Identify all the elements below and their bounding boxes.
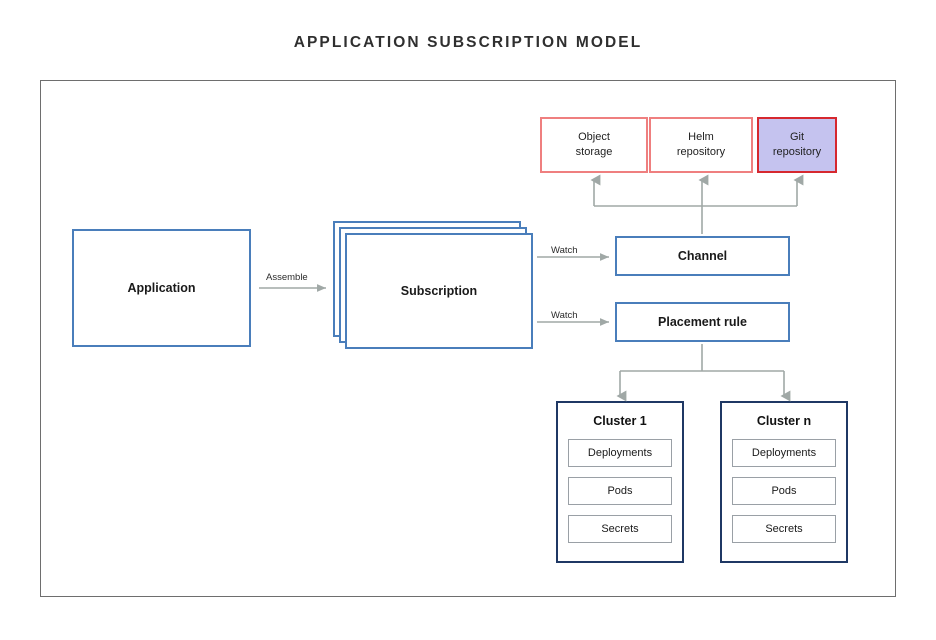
node-git-repository[interactable]: Git repository bbox=[757, 117, 837, 173]
node-helm-repository-label: Helm repository bbox=[676, 131, 726, 158]
cluster-n-title: Cluster n bbox=[756, 414, 812, 428]
node-object-storage[interactable]: Object storage bbox=[540, 117, 648, 173]
node-cluster-n[interactable]: Cluster n Deployments Pods Secrets bbox=[720, 401, 848, 563]
node-application[interactable]: Application bbox=[72, 229, 251, 347]
cluster-n-item-pods[interactable]: Pods bbox=[732, 477, 836, 505]
node-object-storage-label: Object storage bbox=[575, 131, 613, 158]
node-helm-repository[interactable]: Helm repository bbox=[649, 117, 753, 173]
cluster-1-item-deployments[interactable]: Deployments bbox=[568, 439, 672, 467]
cluster-n-item-deployments[interactable]: Deployments bbox=[732, 439, 836, 467]
node-placement-rule[interactable]: Placement rule bbox=[615, 302, 790, 342]
page-title: APPLICATION SUBSCRIPTION MODEL bbox=[293, 34, 643, 51]
node-cluster-1[interactable]: Cluster 1 Deployments Pods Secrets bbox=[556, 401, 684, 563]
subscription-stack-layer-front[interactable]: Subscription bbox=[345, 233, 533, 349]
node-subscription[interactable]: Subscription bbox=[333, 221, 533, 349]
node-application-label: Application bbox=[127, 281, 196, 295]
node-subscription-label: Subscription bbox=[400, 284, 478, 298]
node-git-repository-label: Git repository bbox=[772, 131, 822, 158]
cluster-1-item-pods[interactable]: Pods bbox=[568, 477, 672, 505]
cluster-1-title: Cluster 1 bbox=[593, 414, 647, 428]
cluster-n-item-secrets[interactable]: Secrets bbox=[732, 515, 836, 543]
edge-label-assemble: Assemble bbox=[266, 272, 308, 283]
node-placement-rule-label: Placement rule bbox=[658, 315, 747, 329]
node-channel-label: Channel bbox=[677, 249, 728, 263]
edge-label-watch-placement: Watch bbox=[551, 310, 578, 321]
node-channel[interactable]: Channel bbox=[615, 236, 790, 276]
cluster-1-item-secrets[interactable]: Secrets bbox=[568, 515, 672, 543]
edge-label-watch-channel: Watch bbox=[551, 245, 578, 256]
